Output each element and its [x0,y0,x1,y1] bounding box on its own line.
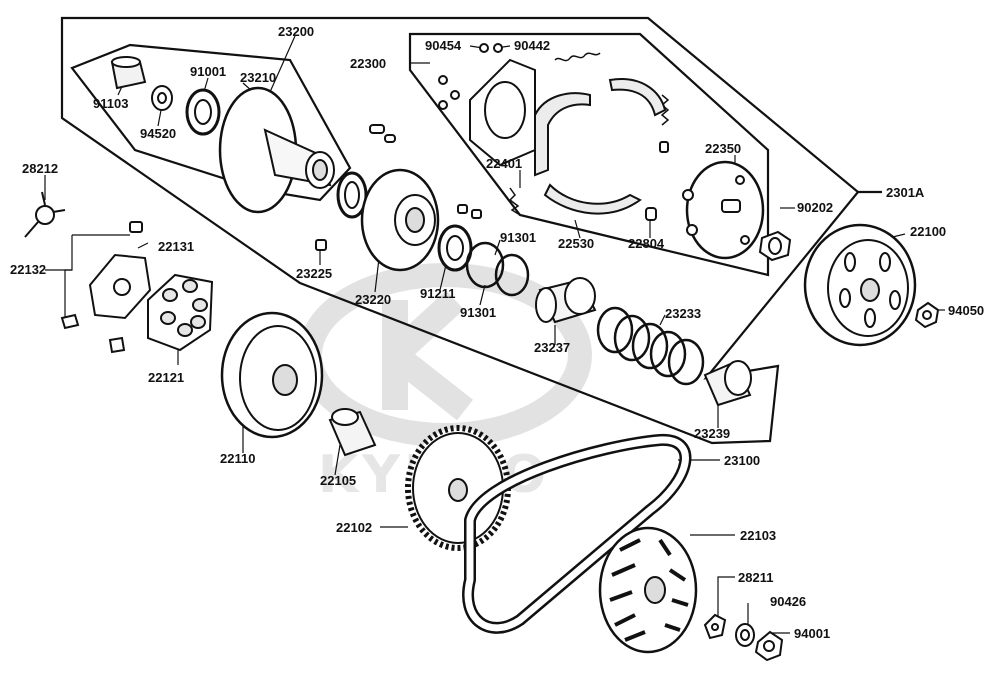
o-ring-91301a [465,241,505,289]
movable-drive-face-22110 [220,311,324,439]
label-23239: 23239 [694,426,730,441]
label-23233: 23233 [665,306,701,321]
label-22132: 22132 [10,262,46,277]
pin-22804 [645,207,657,221]
weight-rollers-22121 [147,273,214,352]
leader-lines [44,35,945,634]
slider-c [108,336,126,354]
nut-94001 [754,630,784,662]
label-22530: 22530 [558,236,594,251]
tool-28212 [24,191,66,238]
bushing-91103 [110,56,147,90]
spring-23233 [596,306,705,386]
label-22131: 22131 [158,239,194,254]
label-22804: 22804 [628,236,665,251]
pin-e [659,141,669,153]
pin-d [471,209,482,219]
bearing-91001 [185,88,221,136]
label-2301A: 2301A [886,185,925,200]
label-90454: 90454 [425,38,462,53]
label-28212: 28212 [22,161,58,176]
label-22100: 22100 [910,224,946,239]
slider-b [60,313,80,330]
parts [24,43,940,662]
label-22401: 22401 [486,156,522,171]
spring-b [660,94,670,126]
part-labels: 23200 22300 90454 90442 91001 23210 9110… [10,24,984,641]
label-22102: 22102 [336,520,372,535]
ramp-plate-22131 [88,253,152,320]
pin-b [384,134,396,143]
label-91001: 91001 [190,64,226,79]
label-91301b: 91301 [460,305,496,320]
washer-90426 [735,623,755,647]
clutch-plate-22300 [438,43,536,167]
pin-c [457,204,468,214]
drive-plate-22350 [682,160,765,260]
drive-belt-23100 [462,433,692,634]
label-90442: 90442 [514,38,550,53]
fan-22103 [598,526,698,654]
label-22350: 22350 [705,141,741,156]
nut-90202 [758,230,792,262]
label-91103: 91103 [93,96,128,111]
assembly-boundaries [60,16,882,445]
spring-22401 [508,187,521,216]
label-22121: 22121 [148,370,184,385]
label-23237: 23237 [534,340,570,355]
collar-22105 [328,408,377,457]
washer-28211 [703,613,727,640]
label-91301a: 91301 [500,230,536,245]
spring-90442 [554,52,601,62]
label-22105: 22105 [320,473,356,488]
label-91211: 91211 [420,286,455,301]
collar-23237 [535,277,597,324]
label-90202: 90202 [797,200,833,215]
o-ring-91301b [494,253,530,297]
label-22300: 22300 [350,56,386,71]
pin-23225 [315,239,327,251]
oil-seal-91211 [437,224,473,272]
label-23220: 23220 [355,292,391,307]
label-22103: 22103 [740,528,776,543]
label-22110: 22110 [220,451,255,466]
slider-a [129,221,143,233]
seat-23239 [703,360,752,407]
label-94001: 94001 [794,626,830,641]
label-94050: 94050 [948,303,984,318]
label-23100: 23100 [724,453,760,468]
washer-94520 [151,85,173,111]
nut-94050 [914,301,940,329]
label-23210: 23210 [240,70,276,85]
label-90426: 90426 [770,594,806,609]
label-94520: 94520 [140,126,176,141]
clutch-shoes-22530 [534,78,667,215]
driven-face-23210 [218,86,335,214]
label-23200: 23200 [278,24,314,39]
seal-ring [336,171,368,219]
label-28211: 28211 [738,570,773,585]
pin-a [369,124,385,134]
label-23225: 23225 [296,266,332,281]
movable-driven-face-23220 [360,168,440,272]
clutch-outer-22100 [803,223,917,347]
